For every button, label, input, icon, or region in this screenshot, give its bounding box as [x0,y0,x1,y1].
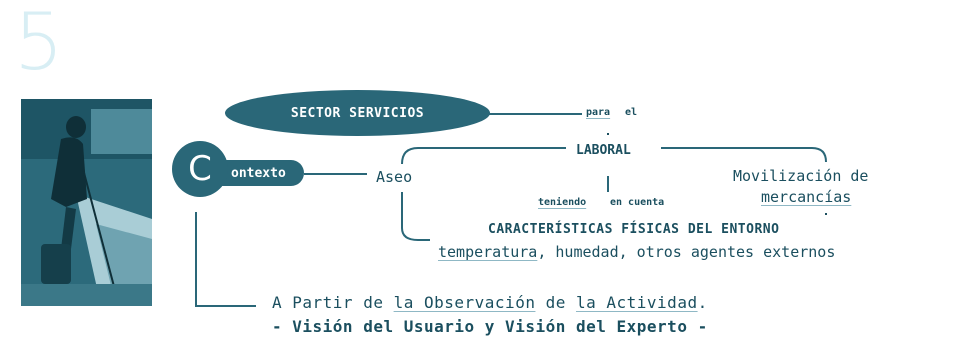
footer-line-1: A Partir de la Observación de la Activid… [272,293,708,312]
caracteristicas-node: CARACTERÍSTICAS FÍSICAS DEL ENTORNO [488,222,780,237]
section-number: 5 [14,0,64,88]
connector-word-teniendo: teniendo [538,197,587,208]
contexto-label: ontexto [231,165,286,181]
cleaning-photo [21,99,152,306]
connector-word-para: para [586,107,611,118]
footer-text: . [697,293,708,312]
entorno-rest: , humedad, otros agentes externos [537,243,836,261]
aseo-node: Aseo [376,168,413,186]
temperatura-word: temperatura [438,243,538,261]
laboral-node: LABORAL [576,143,631,158]
sector-servicios-node: SECTOR SERVICIOS [225,90,490,136]
footer-line-2: - Visión del Usuario y Visión del Expert… [272,317,708,336]
dot [825,213,827,215]
connector-word-en-cuenta: en cuenta [610,197,665,208]
footer-underlined: la Actividad [575,293,698,312]
footer-text: de [535,293,576,312]
movilizacion-line2: mercancías [761,188,852,206]
footer-underlined: la Observación [393,293,536,312]
connector-word-el: el [625,107,638,118]
dot [607,133,609,135]
entorno-detail: temperatura, humedad, otros agentes exte… [438,243,835,261]
contexto-circle: C [172,141,228,197]
movilizacion-line1: Movilización de [733,167,869,185]
footer-text: A Partir de [272,293,394,312]
contexto-tab: ontexto [214,160,304,186]
